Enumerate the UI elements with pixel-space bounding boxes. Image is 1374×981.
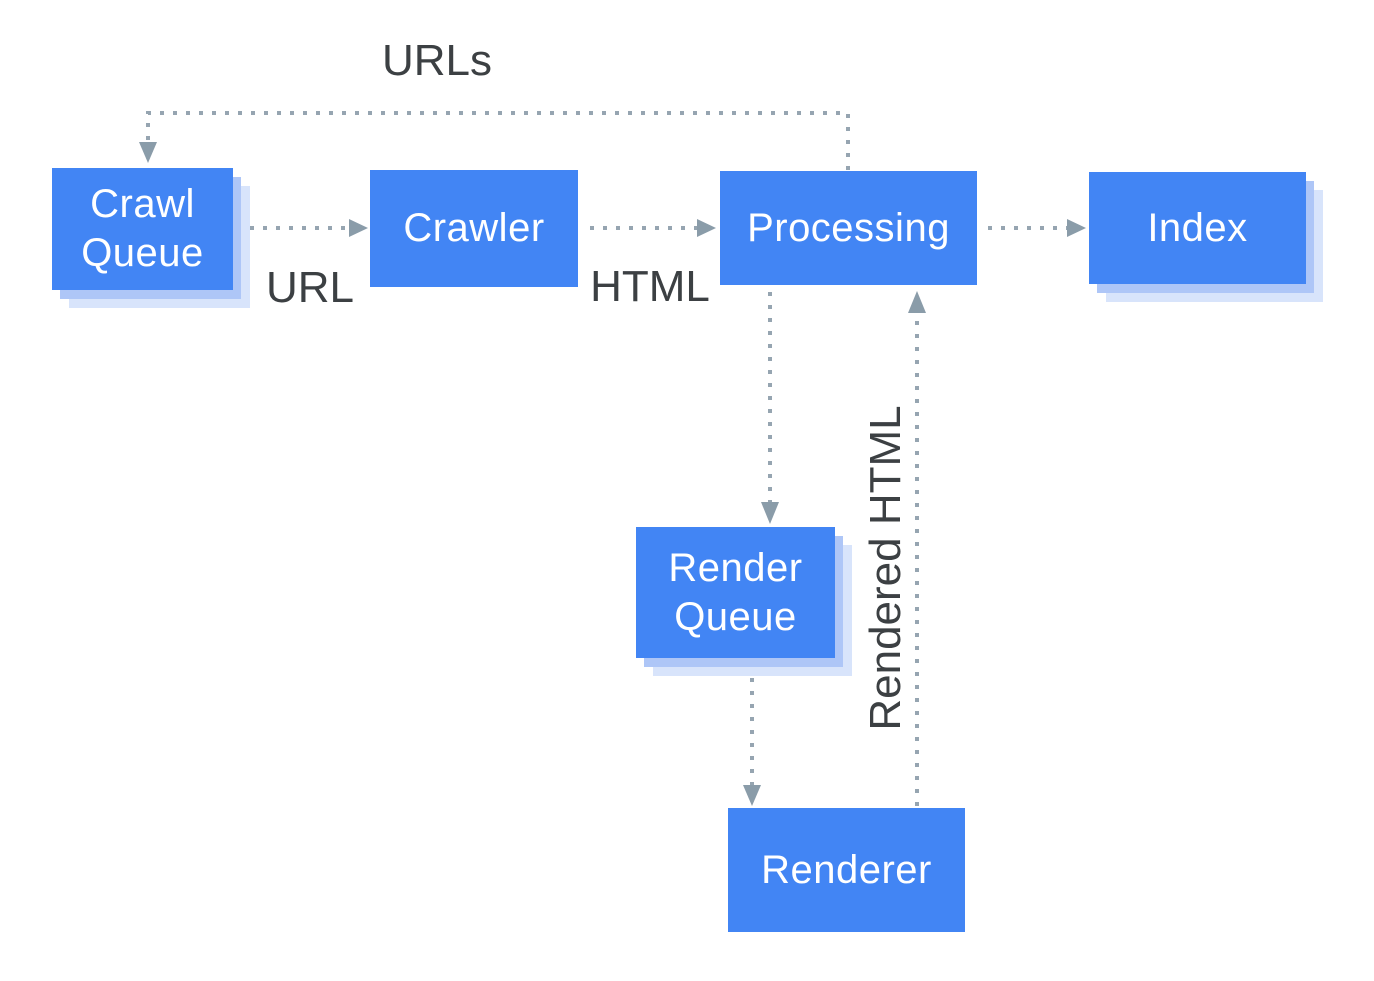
node-processing: Processing [720,171,977,285]
edge-processing-to-crawl-queue [146,111,850,170]
arrowhead-into-render-queue [761,502,779,524]
edge-label-html: HTML [590,262,710,311]
node-render-queue: Render Queue [636,527,835,658]
arrowhead-into-processing-bottom [908,291,926,313]
edge-label-url: URL [265,263,355,312]
arrowhead-into-renderer [743,785,761,806]
arrowhead-into-processing [697,219,716,237]
node-index: Index [1089,172,1306,284]
arrowhead-into-crawl-queue [139,142,157,163]
node-renderer-label: Renderer [761,847,932,892]
arrowhead-into-index [1067,219,1086,237]
arrowhead-into-crawler [349,219,368,237]
edge-label-urls: URLs [381,36,493,85]
node-crawler: Crawler [370,170,578,287]
edge-label-rendered-html: Rendered HTML [861,405,910,731]
node-renderer: Renderer [728,808,965,932]
node-crawler-label: Crawler [403,206,545,251]
node-index-label: Index [1147,205,1248,250]
node-render-queue-label: Render Queue [668,545,803,639]
node-crawl-queue-label: Crawl Queue [81,182,204,275]
node-processing-label: Processing [747,205,950,250]
node-crawl-queue: Crawl Queue [52,168,233,290]
